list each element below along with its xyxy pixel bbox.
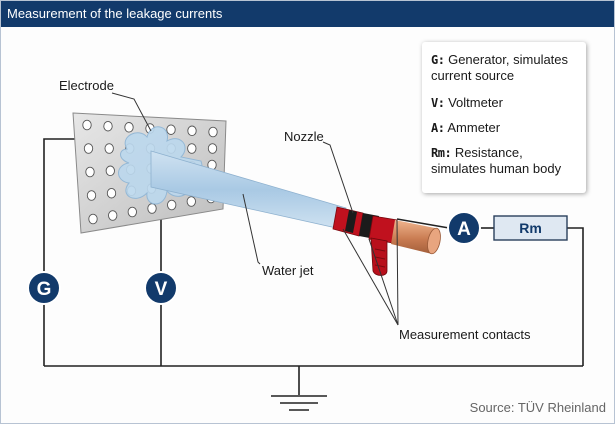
voltmeter-symbol: V: [144, 271, 178, 305]
svg-text:G: G: [37, 279, 52, 300]
plate-hole: [106, 187, 117, 199]
plate-hole: [103, 120, 113, 132]
water-jet-label: Water jet: [262, 263, 314, 278]
legend-key: Rm:: [431, 146, 452, 160]
nozzle: [332, 206, 441, 276]
legend-text: current source: [431, 68, 515, 83]
plate-hole: [127, 206, 137, 218]
plate-hole: [85, 166, 95, 178]
plate-hole: [147, 203, 157, 214]
plate-hole: [207, 143, 218, 154]
legend-item-ammeter: A: Ammeter: [431, 120, 500, 136]
water-jet-leader: [242, 193, 261, 265]
plate-hole: [187, 125, 197, 137]
electrode-label: Electrode: [59, 78, 114, 93]
nozzle-leader: [322, 141, 354, 214]
legend-text: Voltmeter: [448, 95, 503, 110]
generator-symbol: G: [27, 271, 61, 305]
measurement-contacts-label: Measurement contacts: [399, 327, 531, 342]
nozzle-label: Nozzle: [284, 129, 324, 144]
legend-key: G:: [431, 53, 445, 67]
plate-hole: [186, 196, 196, 207]
legend-text: Generator, simulates: [448, 52, 569, 67]
plate-hole: [83, 143, 94, 154]
svg-text:V: V: [155, 279, 168, 300]
source-credit: Source: TÜV Rheinland: [469, 400, 606, 415]
title-bar: Measurement of the leakage currents: [1, 1, 614, 27]
svg-text:A: A: [457, 219, 471, 240]
plate-hole: [167, 199, 177, 211]
wire-left-loop: [43, 138, 81, 366]
plate-hole: [104, 143, 114, 154]
ground-icon: [271, 395, 327, 411]
plate-hole: [187, 143, 197, 154]
wire-nozzle-to-a: [396, 218, 450, 229]
plate-hole: [108, 210, 118, 221]
legend-text: simulates human body: [431, 161, 562, 176]
leader-lines: [111, 92, 399, 326]
svg-text:Rm: Rm: [519, 220, 542, 236]
legend-text: Ammeter: [447, 120, 501, 135]
plate-hole: [88, 213, 98, 225]
legend-key: A:: [431, 121, 445, 135]
legend-item-voltmeter: V: Voltmeter: [431, 95, 503, 111]
plate-hole: [105, 165, 115, 177]
contacts-leader-1: [342, 228, 399, 326]
legend-text: Resistance,: [454, 145, 523, 160]
plate-hole: [208, 126, 218, 138]
legend-key: V:: [431, 96, 445, 110]
resistance-symbol: Rm: [493, 215, 568, 241]
diagram-title: Measurement of the leakage currents: [7, 6, 223, 21]
plate-hole: [166, 124, 176, 135]
plate-hole: [86, 190, 97, 201]
ammeter-symbol: A: [447, 211, 481, 245]
plate-hole: [124, 122, 134, 133]
contacts-leader-2: [368, 238, 399, 326]
legend-box: G: Generator, simulates current source V…: [422, 42, 586, 193]
legend-item-generator: G: Generator, simulates current source: [431, 52, 568, 83]
plate-hole: [82, 119, 92, 131]
legend-item-resistance: Rm: Resistance, simulates human body: [431, 145, 561, 176]
contacts-leader-3: [396, 219, 399, 326]
electrode-leader: [111, 92, 152, 132]
wire-right: [567, 227, 584, 366]
